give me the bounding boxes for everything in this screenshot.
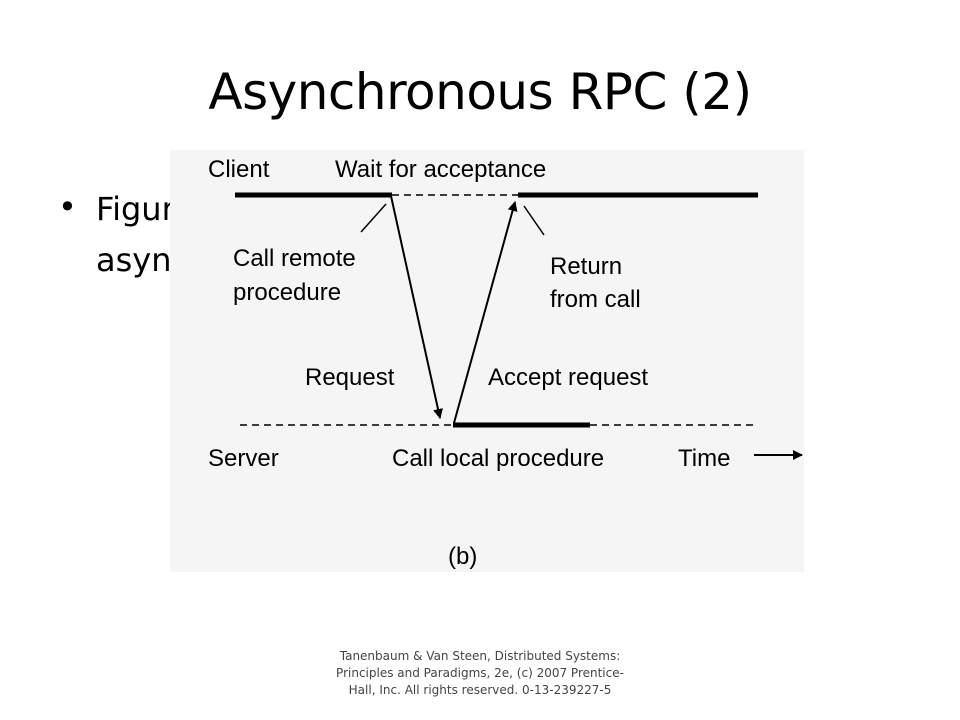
bullet-dot: • — [58, 188, 77, 226]
footer-citation: Tanenbaum & Van Steen, Distributed Syste… — [336, 649, 624, 697]
return-label-2: from call — [550, 286, 641, 313]
client-label: Client — [208, 156, 270, 183]
request-label: Request — [305, 364, 395, 391]
rpc-diagram: Client Wait for acceptance Call remote p… — [208, 156, 803, 570]
call-local-label: Call local procedure — [392, 445, 604, 472]
time-label: Time — [678, 445, 730, 472]
call-remote-pointer — [360, 203, 387, 233]
slide-title: Asynchronous RPC (2) — [208, 63, 752, 121]
return-label-1: Return — [550, 253, 622, 280]
bullet-line-2: asyn — [96, 241, 172, 279]
rpc-figure: Client Wait for acceptance Call remote p… — [170, 150, 804, 572]
call-remote-label-2: procedure — [233, 279, 341, 306]
accept-request-label: Accept request — [488, 364, 648, 391]
call-remote-label-1: Call remote — [233, 245, 356, 272]
wait-label: Wait for acceptance — [335, 156, 546, 183]
accept-arrow — [453, 201, 518, 424]
request-arrow — [390, 195, 443, 419]
bullet-line-1: Figur — [96, 190, 175, 228]
server-label: Server — [208, 445, 279, 472]
return-pointer — [523, 205, 545, 236]
figure-caption: (b) — [448, 543, 477, 570]
